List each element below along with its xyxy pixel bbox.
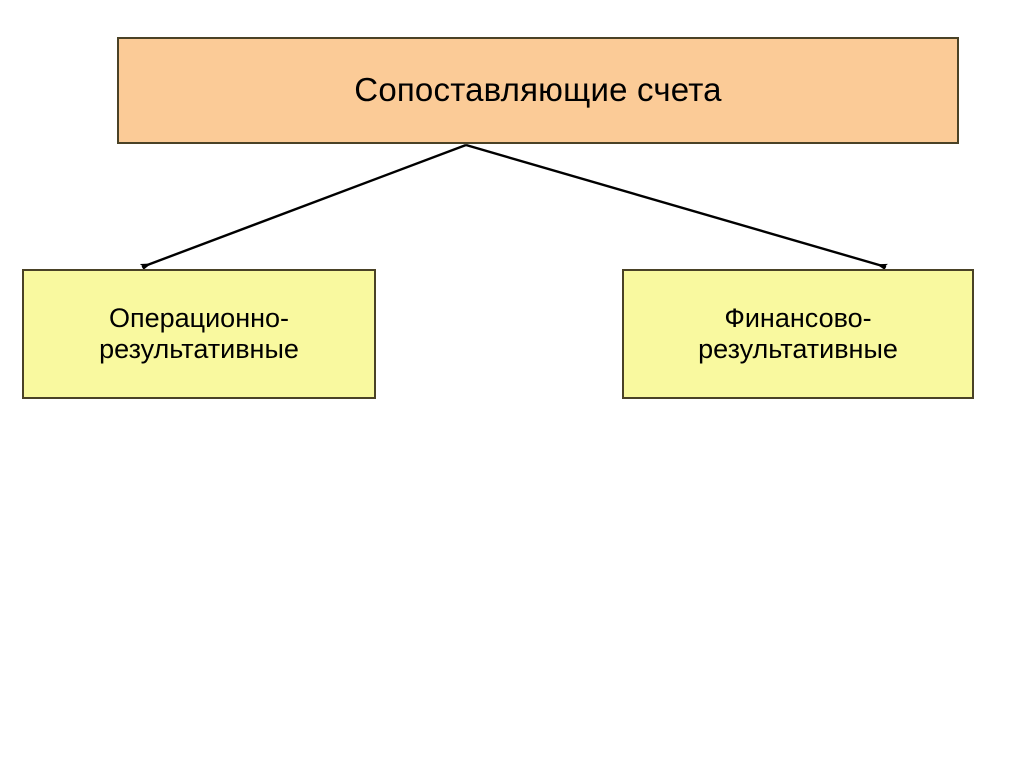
node-operational-label: Операционно- результативные (99, 302, 299, 364)
connector-root-to-financial (465, 143, 888, 271)
node-finansovo-rezultativnye[interactable]: Финансово- результативные (622, 269, 974, 399)
node-root-label: Сопоставляющие счета (354, 71, 722, 109)
node-operatsionno-rezultativnye[interactable]: Операционно- результативные (22, 269, 376, 399)
node-sopostavlyayushchie-scheta[interactable]: Сопоставляющие счета (117, 37, 959, 144)
node-financial-label: Финансово- результативные (698, 302, 898, 364)
connector-root-to-operational (139, 143, 467, 271)
